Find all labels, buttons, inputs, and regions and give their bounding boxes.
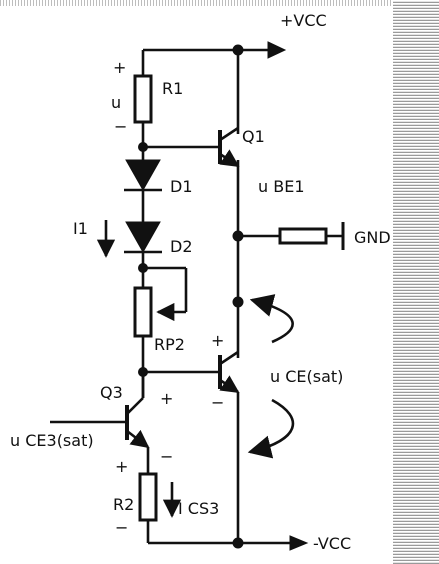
gnd-label: GND [354,228,391,247]
gnd-branch [238,222,345,250]
i1-label: I1 [73,219,88,238]
top-rail [143,41,287,59]
d1-label: D1 [170,177,193,196]
scan-right-edge [393,0,439,564]
r2-label: R2 [113,495,134,514]
q2-minus-label: − [211,393,224,412]
u-minus-label: − [114,117,127,136]
q1-label: Q1 [242,127,265,146]
d1-diode [124,159,162,192]
q3-minus-label: − [160,447,173,466]
r1-label: R1 [162,79,183,98]
vcc-label: +VCC [280,11,327,30]
u-plus-label: + [113,58,126,77]
d2-diode [124,221,162,254]
r2-resistor [138,472,309,551]
right-column-wire [232,50,244,549]
q3-transistor [50,372,150,474]
r2-plus-label: + [115,457,128,476]
uce-sat-label: u CE(sat) [270,367,343,386]
uce-sat-brackets [247,294,295,459]
r2-minus-label: − [115,518,128,537]
u-label: u [111,93,121,112]
q1-transistor [143,126,240,168]
rp2-label: RP2 [154,335,185,354]
q2-transistor [143,350,240,394]
ics3-label: I CS3 [178,499,219,518]
r1-resistor [133,74,153,124]
scan-top-edge [0,0,439,6]
d2-label: D2 [170,237,193,256]
neg-vcc-label: -VCC [313,534,351,553]
q3-plus-label: + [160,389,173,408]
uce3-sat-label: u CE3(sat) [10,431,94,450]
ube1-label: u BE1 [258,177,305,196]
rp2-potentiometer [133,266,188,338]
q2-plus-label: + [211,331,224,350]
q3-label: Q3 [100,383,123,402]
